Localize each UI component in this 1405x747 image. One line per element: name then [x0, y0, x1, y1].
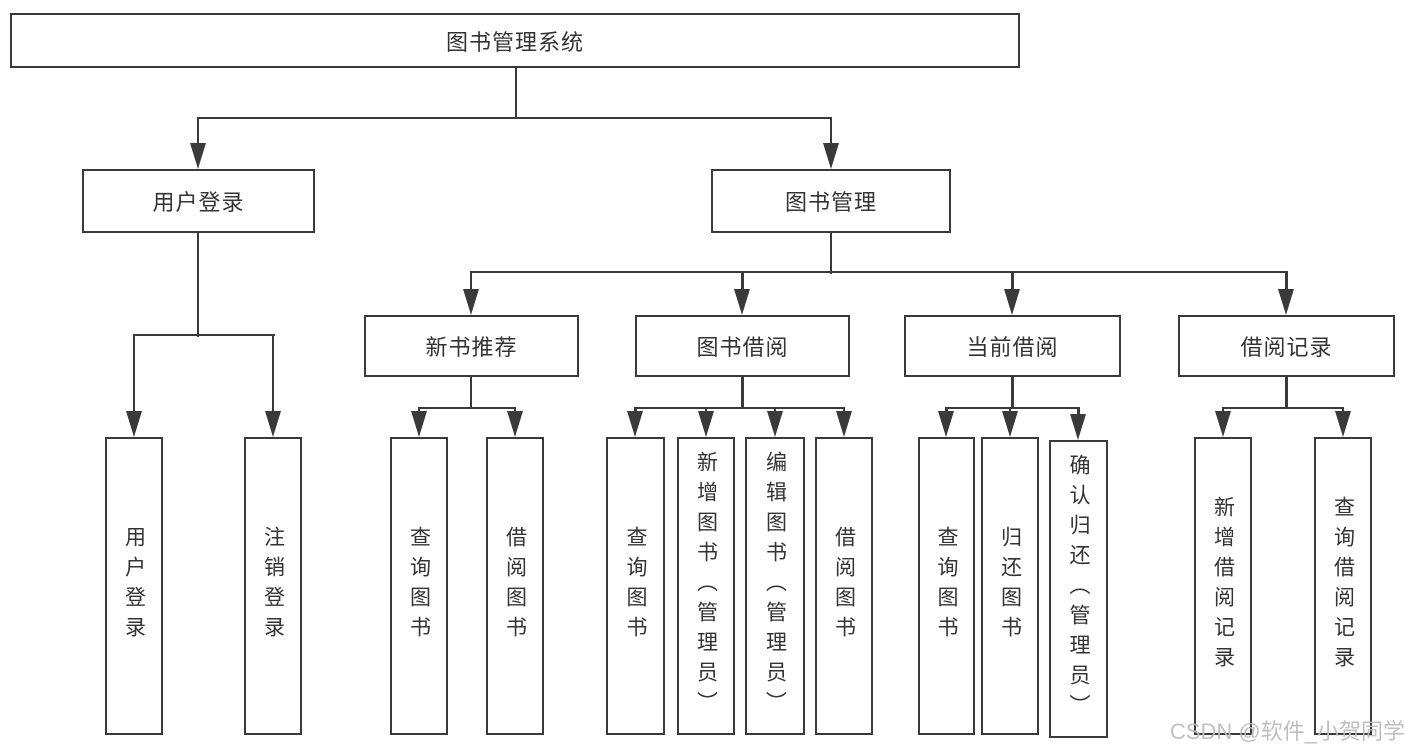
leaf-query-borrow-record-label: 查询借阅记录: [1331, 496, 1355, 676]
leaf-query-books-borrow: 查询图书: [606, 437, 665, 735]
csdn-watermark: CSDN @软件_小贺同学: [1169, 719, 1405, 744]
node-root-label: 图书管理系统: [445, 29, 584, 55]
leaf-query-borrow-record: 查询借阅记录: [1314, 437, 1372, 735]
arrowhead-down-icon: [766, 411, 783, 437]
arrowhead-down-icon: [125, 411, 142, 437]
leaf-return-books-label: 归还图书: [998, 526, 1022, 646]
leaf-add-borrow-record: 新增借阅记录: [1194, 437, 1252, 735]
leaf-add-books-admin-label: 新增图书（管理员）: [694, 451, 718, 721]
leaf-edit-books-admin-label: 编辑图书（管理员）: [763, 451, 787, 721]
arrowhead-down-icon: [938, 411, 954, 437]
connector-line: [829, 233, 833, 274]
connector-line: [634, 408, 637, 413]
node-borrow-records: 借阅记录: [1178, 315, 1395, 377]
leaf-query-books-recommend-label: 查询图书: [407, 526, 431, 646]
leaf-return-books: 归还图书: [981, 437, 1039, 735]
leaf-add-books-admin: 新增图书（管理员）: [677, 437, 735, 735]
connector-line: [418, 406, 516, 410]
arrowhead-down-icon: [264, 411, 281, 437]
arrowhead-down-icon: [627, 411, 643, 437]
node-user-login-label: 用户登录: [152, 190, 245, 215]
connector-line: [741, 377, 744, 409]
connector-line: [1221, 408, 1225, 413]
node-book-management-label: 图书管理: [784, 190, 877, 215]
leaf-confirm-return-admin: 确认归还（管理员）: [1049, 440, 1108, 738]
node-book-borrow: 图书借阅: [635, 315, 850, 377]
connector-line: [1285, 272, 1288, 291]
arrowhead-down-icon: [1001, 411, 1018, 437]
connector-line: [741, 272, 744, 291]
connector-line: [469, 272, 473, 291]
connector-line: [513, 408, 517, 413]
leaf-logout: 注销登录: [244, 437, 302, 735]
node-user-login: 用户登录: [82, 169, 315, 233]
arrowhead-down-icon: [1070, 414, 1086, 440]
connector-line: [133, 333, 275, 337]
leaf-add-borrow-record-label: 新增借阅记录: [1211, 496, 1235, 676]
arrowhead-down-icon: [697, 411, 714, 437]
connector-line: [469, 377, 473, 409]
connector-line: [1008, 408, 1012, 413]
leaf-user-login-label: 用户登录: [122, 526, 146, 646]
leaf-borrow-books-recommend-label: 借阅图书: [503, 526, 527, 646]
connector-line: [1341, 408, 1345, 413]
leaf-query-books-recommend: 查询图书: [390, 437, 448, 735]
leaf-logout-label: 注销登录: [261, 526, 285, 646]
connector-line: [1285, 377, 1288, 409]
arrowhead-down-icon: [189, 143, 206, 169]
arrowhead-down-icon: [410, 411, 427, 437]
connector-line: [514, 68, 517, 119]
leaf-borrow-books-recommend: 借阅图书: [486, 437, 544, 735]
node-new-book-recommend-label: 新书推荐: [425, 335, 518, 360]
node-borrow-records-label: 借阅记录: [1240, 335, 1333, 360]
leaf-borrow-books: 借阅图书: [815, 437, 873, 735]
node-current-borrow: 当前借阅: [904, 315, 1121, 377]
connector-line: [945, 406, 1080, 410]
arrowhead-down-icon: [1278, 289, 1294, 315]
connector-line: [1011, 272, 1014, 291]
arrowhead-down-icon: [835, 411, 852, 437]
connector-line: [842, 408, 846, 413]
connector-line: [196, 233, 200, 337]
connector-line: [1077, 408, 1080, 416]
node-book-borrow-label: 图书借阅: [696, 335, 789, 360]
leaf-query-books-current: 查询图书: [918, 437, 975, 735]
connector-line: [1011, 377, 1014, 409]
node-new-book-recommend: 新书推荐: [364, 315, 579, 377]
leaf-user-login: 用户登录: [105, 437, 163, 735]
leaf-query-books-borrow-label: 查询图书: [624, 526, 647, 646]
connector-line: [271, 335, 275, 413]
connector-line: [132, 335, 136, 413]
connector-line: [197, 116, 832, 120]
connector-line: [829, 118, 833, 145]
connector-line: [773, 408, 777, 413]
connector-line: [417, 408, 421, 413]
arrowhead-down-icon: [734, 289, 750, 315]
node-root-system: 图书管理系统: [10, 13, 1020, 68]
leaf-confirm-return-admin-label: 确认归还（管理员）: [1067, 454, 1090, 724]
leaf-edit-books-admin: 编辑图书（管理员）: [745, 437, 805, 735]
connector-line: [196, 118, 200, 145]
node-current-borrow-label: 当前借阅: [966, 335, 1059, 360]
connector-line: [634, 406, 845, 410]
connector-line: [945, 408, 948, 413]
leaf-query-books-current-label: 查询图书: [935, 526, 958, 646]
arrowhead-down-icon: [506, 411, 523, 437]
arrowhead-down-icon: [1334, 411, 1351, 437]
leaf-borrow-books-label: 借阅图书: [832, 526, 856, 646]
arrowhead-down-icon: [1214, 411, 1231, 437]
arrowhead-down-icon: [822, 143, 839, 169]
connector-line: [470, 270, 1288, 274]
connector-line: [704, 408, 708, 413]
arrowhead-down-icon: [1004, 289, 1020, 315]
connector-line: [1222, 406, 1344, 410]
arrowhead-down-icon: [462, 289, 479, 315]
node-book-management: 图书管理: [711, 169, 951, 233]
